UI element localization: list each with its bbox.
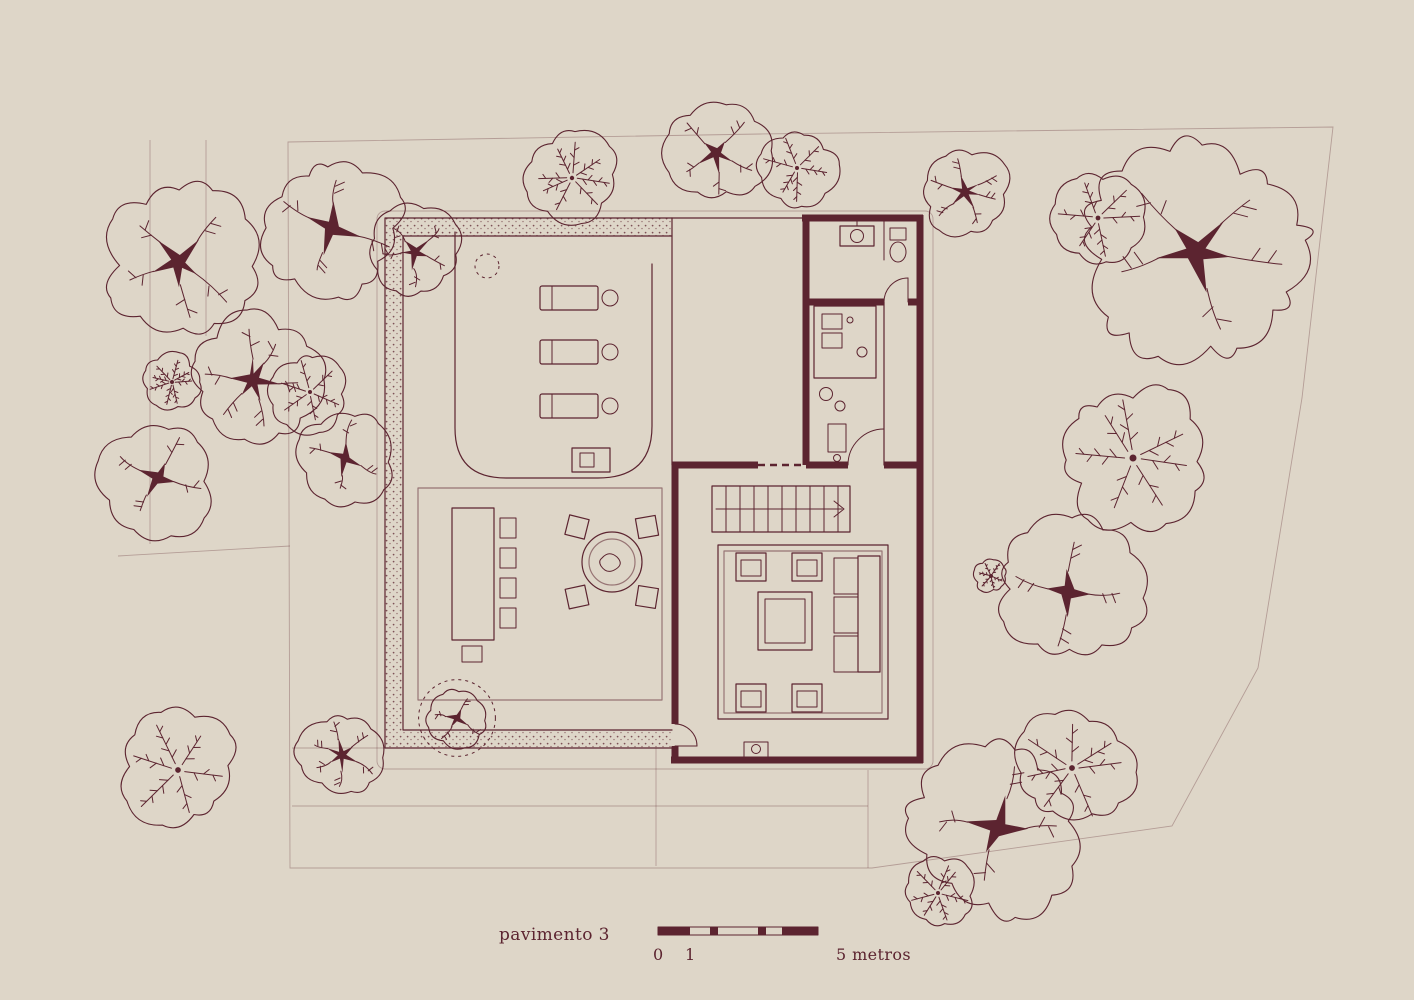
tree — [120, 706, 237, 829]
wall-basin — [743, 741, 769, 758]
fire-pit — [564, 514, 660, 610]
planter-dashed-circle — [474, 253, 500, 279]
plan-title: pavimento 3 — [499, 925, 610, 945]
tree — [142, 350, 202, 411]
armchair — [791, 683, 823, 713]
tree — [295, 412, 393, 508]
armchair — [735, 683, 767, 713]
tree — [755, 131, 841, 209]
kitchen — [813, 305, 877, 462]
stove-burner — [819, 387, 833, 401]
kitchen-counter — [813, 305, 877, 379]
sun-loungers — [539, 285, 619, 419]
door-bathroom — [883, 277, 909, 303]
rug — [717, 544, 889, 720]
living-room — [717, 544, 889, 758]
armchair — [735, 552, 767, 582]
scale-bar — [657, 926, 819, 936]
tree — [1083, 135, 1314, 366]
tree — [259, 161, 406, 301]
scale-label-end: 5 metros — [836, 945, 911, 964]
stairs-direction-arrow — [715, 500, 845, 518]
tree — [369, 202, 463, 297]
dining-table — [451, 507, 517, 663]
tree — [94, 424, 212, 542]
tree — [1062, 384, 1205, 533]
side-table — [571, 447, 611, 473]
scale-label-zero: 0 — [653, 945, 664, 964]
building — [671, 214, 924, 764]
armchair — [791, 552, 823, 582]
tree — [904, 856, 975, 927]
tree — [661, 101, 774, 199]
tree — [972, 558, 1007, 593]
caption: pavimento 3 0 1 5 metros — [499, 925, 911, 964]
tree — [522, 129, 618, 226]
tree — [1049, 172, 1146, 265]
dining-zone-outline — [417, 487, 663, 701]
tree — [190, 308, 327, 445]
bathroom — [839, 217, 907, 263]
stairs — [711, 485, 851, 533]
tree — [923, 149, 1011, 238]
building-walls — [671, 214, 924, 764]
trees-layer — [94, 101, 1314, 927]
tree — [998, 513, 1148, 656]
sofa — [833, 555, 881, 673]
tree — [293, 715, 385, 794]
door-corridor — [847, 428, 885, 466]
tree — [105, 180, 260, 335]
terrace-gravel-band — [385, 218, 672, 748]
tree — [1014, 709, 1138, 821]
door-terrace — [674, 723, 698, 747]
tree — [266, 355, 347, 436]
toilet — [889, 227, 907, 263]
scale-label-one: 1 — [685, 945, 696, 964]
canopy-edge — [454, 231, 653, 479]
coffee-table — [757, 591, 813, 651]
tree — [418, 679, 496, 757]
tree — [904, 738, 1081, 922]
terrace — [384, 217, 807, 749]
